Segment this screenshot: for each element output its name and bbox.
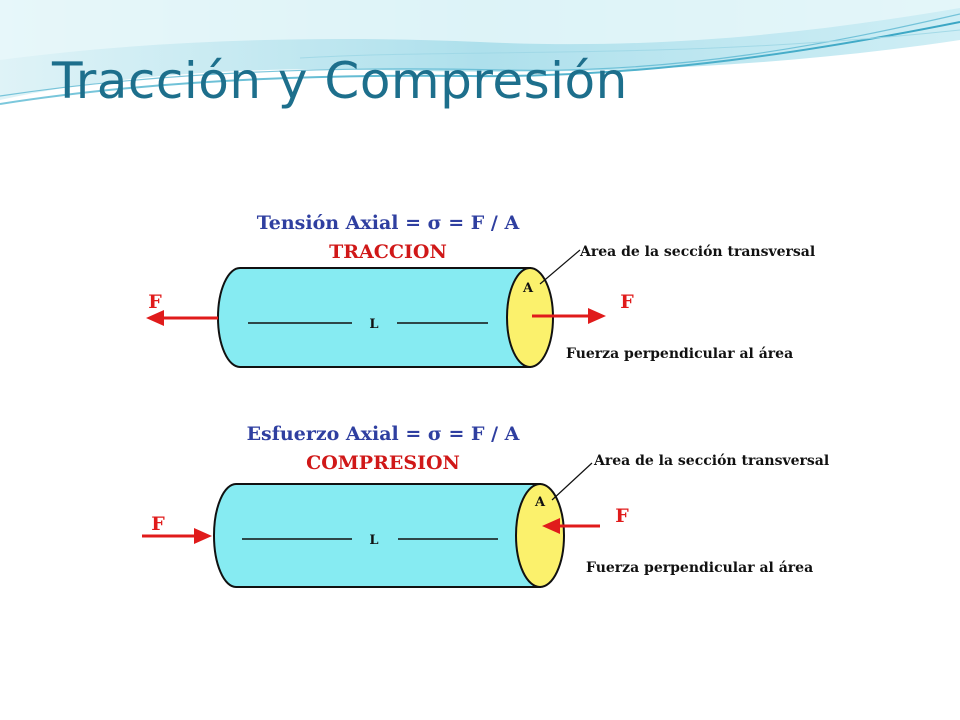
traccion-area-label: A: [522, 281, 534, 296]
traccion-force-callout: Fuerza perpendicular al área: [566, 346, 793, 362]
traccion-area-callout: Area de la sección transversal: [579, 244, 815, 260]
compresion-area-leader: [551, 462, 593, 501]
traccion-force-label-left: F: [148, 291, 162, 313]
traccion-cylinder-body: [217, 267, 531, 368]
traccion-force-arrowhead-left: [146, 310, 164, 326]
traccion-mode-label: TRACCION: [329, 241, 447, 263]
compresion-cylinder-body: [213, 483, 541, 588]
traccion-force-arrowhead-right: [588, 308, 606, 324]
compresion-area-label: A: [534, 495, 546, 510]
traccion-diagram: Tensión Axial = σ = F / A TRACCION L A F…: [146, 212, 815, 368]
compresion-cross-section: [515, 483, 565, 588]
traccion-length-label: L: [369, 317, 378, 332]
compresion-force-arrowhead-left: [194, 528, 212, 544]
compresion-formula: Esfuerzo Axial = σ = F / A: [247, 423, 520, 445]
compresion-diagram: Esfuerzo Axial = σ = F / A COMPRESION L …: [142, 423, 829, 588]
traccion-area-leader: [539, 249, 581, 285]
compresion-force-label-left: F: [151, 513, 165, 535]
compresion-force-arrowhead-right: [542, 518, 560, 534]
traccion-force-label-right: F: [620, 291, 634, 313]
traccion-formula: Tensión Axial = σ = F / A: [257, 212, 520, 234]
compresion-force-callout: Fuerza perpendicular al área: [586, 560, 813, 576]
compresion-force-label-right: F: [615, 505, 629, 527]
compresion-mode-label: COMPRESION: [306, 452, 460, 474]
slide-title: Tracción y Compresión: [52, 52, 628, 110]
compresion-area-callout: Area de la sección transversal: [593, 453, 829, 469]
compresion-length-label: L: [369, 533, 378, 548]
header-swoosh-decoration: [0, 0, 960, 105]
